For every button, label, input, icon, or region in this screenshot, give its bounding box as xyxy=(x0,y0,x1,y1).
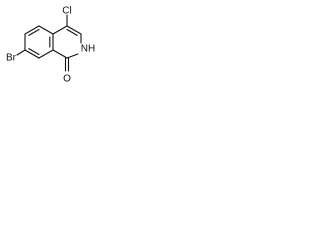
bond-n2-c1 xyxy=(66,53,79,59)
chemical-structure: Cl Br NH O xyxy=(6,6,95,85)
bond-c4a-c5 xyxy=(38,25,54,35)
bond-c7-br xyxy=(16,49,26,56)
bond-c4-c3 xyxy=(66,25,82,35)
bond-c5-c6 xyxy=(24,25,40,35)
bond-c7-c8 xyxy=(24,49,40,59)
bond-c4-c3-inner xyxy=(66,28,78,36)
bond-c7-c8-inner xyxy=(28,48,40,56)
bond-c1-c8a xyxy=(52,49,68,59)
bond-c5-c6-inner xyxy=(28,28,40,36)
bond-c4a-c4 xyxy=(52,25,68,35)
nitrogen-label: NH xyxy=(81,44,95,55)
chlorine-label: Cl xyxy=(62,6,71,17)
bond-c8-c8a xyxy=(38,49,54,59)
oxygen-label: O xyxy=(63,74,71,85)
bromine-label: Br xyxy=(6,53,17,64)
